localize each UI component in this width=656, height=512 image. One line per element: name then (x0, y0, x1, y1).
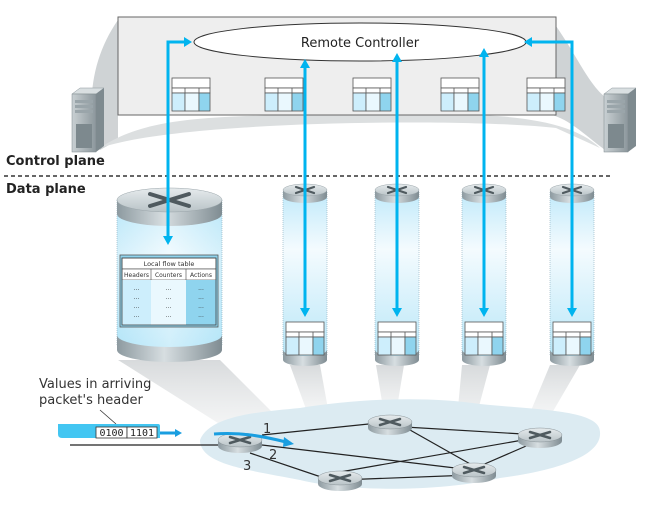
flow-table-cell: ... (134, 312, 140, 319)
server-left (71, 87, 105, 153)
flow-table-cell: ... (198, 312, 204, 319)
router-icon (328, 473, 352, 483)
link (339, 436, 541, 473)
network-router[interactable] (317, 470, 363, 491)
link (249, 452, 331, 481)
flow-table-cell: ... (198, 303, 204, 310)
arrowhead (567, 308, 577, 317)
data-plane-label: Data plane (6, 182, 86, 197)
arrow-switch-5 (530, 40, 574, 312)
server-tower-icon (603, 87, 637, 153)
switch-flow-table (377, 321, 417, 356)
packet-header-value-2: 1101 (130, 428, 154, 439)
controller-arrows (166, 40, 574, 312)
remote-controller-label: Remote Controller (301, 36, 420, 51)
flow-table-cell: ... (166, 303, 172, 310)
controller-flow-table (526, 77, 566, 112)
link (409, 429, 473, 466)
packet: 0100 1101 (58, 424, 160, 439)
packet-direction-arrowhead (175, 429, 182, 437)
controller-flow-table (171, 77, 211, 112)
flow-table-cell: ... (134, 303, 140, 310)
flow-table-cell: ... (198, 285, 204, 292)
flow-table-cell: ... (134, 285, 140, 292)
router-icon (228, 435, 252, 445)
controller-flow-table (264, 77, 304, 112)
flow-table-col-actions: Actions (190, 272, 212, 279)
arrowhead (184, 37, 192, 47)
controller-flow-table (440, 77, 480, 112)
router-icon (528, 430, 552, 440)
arrowhead (479, 48, 489, 57)
network-router[interactable] (451, 462, 497, 483)
flow-table-col-counters: Counters (155, 272, 182, 279)
link (261, 444, 473, 471)
switch-flow-table (285, 321, 325, 356)
network-router[interactable] (517, 427, 563, 448)
callout-line-2: packet's header (39, 393, 143, 408)
flow-table-cell: ... (166, 285, 172, 292)
switch-flow-table (552, 321, 592, 356)
arrowhead (392, 53, 402, 62)
arrowhead (300, 59, 310, 68)
arrowhead (300, 308, 310, 317)
link (261, 421, 389, 436)
network-cloud (200, 399, 601, 489)
flow-table-cell: ... (134, 294, 140, 301)
server-right (603, 87, 637, 153)
switch-flow-table (464, 321, 504, 356)
arrow-switch-1 (166, 40, 184, 238)
forwarding-path-arrow (213, 432, 287, 444)
forwarding-arrowhead (283, 437, 294, 447)
arrowhead (392, 308, 402, 317)
port-label-1: 1 (263, 422, 271, 437)
controller-shadow-right (550, 18, 610, 150)
flow-table-cell: ... (198, 294, 204, 301)
arrowhead (524, 37, 532, 47)
flow-table-cell: ... (166, 294, 172, 301)
arrow-heads (163, 37, 577, 317)
router-icon (462, 465, 486, 475)
router-icon (378, 417, 402, 427)
flow-table-title: Local flow table (144, 260, 195, 268)
port-label-3: 3 (243, 459, 251, 474)
server-tower-icon (71, 87, 105, 153)
arrowhead (163, 236, 173, 245)
control-plane-label: Control plane (6, 154, 105, 169)
controller-shadow-bottom (100, 113, 600, 148)
arrowhead (479, 308, 489, 317)
callout-line-1: Values in arriving (39, 377, 151, 392)
local-flow-table: Local flow table Headers Counters Action… (119, 254, 219, 328)
port-label-2: 2 (269, 448, 277, 463)
packet-header-value-1: 0100 (99, 428, 123, 439)
packet-header-field-2 (126, 426, 158, 439)
callout-leader (99, 409, 117, 425)
link (387, 425, 541, 436)
flow-table-cell: ... (166, 312, 172, 319)
flow-table-col-headers: Headers (124, 272, 149, 279)
controller-flow-table (352, 77, 392, 112)
network-router[interactable] (367, 414, 413, 435)
